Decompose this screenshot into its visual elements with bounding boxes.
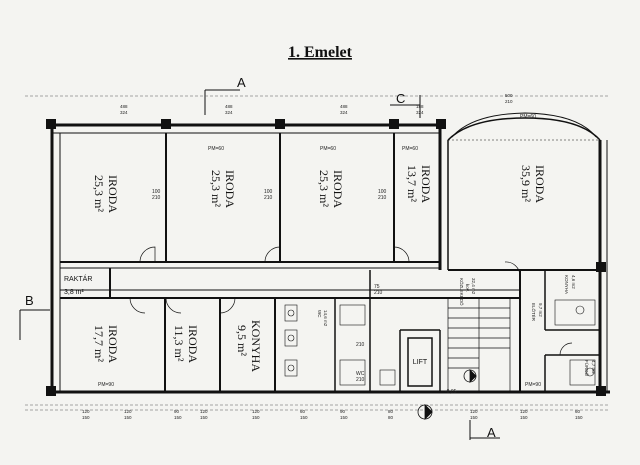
room-raktar-area: 3,8 m² xyxy=(64,289,85,296)
columns xyxy=(46,119,606,396)
section-mark-b: B xyxy=(25,293,34,308)
room-iroda-4-area: 13,7 m² xyxy=(405,165,419,202)
room-iroda-4-name: IRODA xyxy=(419,165,433,203)
room-iroda-6-name: IRODA xyxy=(106,325,120,363)
room-konyha-2-area: 4,6 m2 xyxy=(571,275,576,289)
lift-shaft: LIFT xyxy=(407,337,433,387)
room-iroda-2-area: 25,3 m² xyxy=(209,170,223,207)
room-eloter-area: 9,7 m2 xyxy=(538,303,543,317)
section-mark-c: C xyxy=(396,91,405,106)
room-iroda-1-name: IRODA xyxy=(106,175,120,213)
dimension-lines xyxy=(25,95,610,411)
door-swings xyxy=(129,246,573,356)
room-iroda-1-area: 25,3 m² xyxy=(92,175,106,212)
plan-title: 1. Emelet xyxy=(288,44,353,61)
level-marker-icon xyxy=(417,369,477,420)
section-mark-a-top: A xyxy=(237,75,246,90)
room-kozlekedo-sub: kov. xyxy=(465,284,470,292)
pm60-label-4: PM=60 xyxy=(520,114,536,120)
room-iroda-5-name: IRODA xyxy=(533,165,547,203)
room-iroda-3-name: IRODA xyxy=(331,170,345,208)
room-konyha-2-name: KONYHA xyxy=(564,275,569,294)
level-label: -0,05 xyxy=(445,389,457,395)
room-iroda-5-area: 35,9 m² xyxy=(519,165,533,202)
interior-walls xyxy=(60,133,600,392)
room-eloter-name: ELŐTÉR xyxy=(531,303,537,322)
pm60-label-2: PM=60 xyxy=(320,146,336,152)
section-mark-a-bottom: A xyxy=(487,425,496,440)
annotations: PM=60 PM=60 PM=60 PM=60 PM=90 PM=90 -0,0… xyxy=(82,93,583,420)
pm60-label-1: PM=60 xyxy=(208,146,224,152)
room-kozlekedo-area: 32,4 m2 xyxy=(471,278,476,295)
room-labels: IRODA 25,3 m² IRODA 25,3 m² IRODA 25,3 m… xyxy=(64,165,596,376)
room-iroda-6-area: 17,7 m² xyxy=(92,325,106,362)
lift-label: LIFT xyxy=(413,359,428,366)
staircase xyxy=(447,297,511,393)
room-konyha-1-area: 9,5 m² xyxy=(235,325,249,356)
sanitary-fixtures xyxy=(284,299,596,386)
room-iroda-7-name: IRODA xyxy=(186,325,200,363)
room-furdo-name: FÜRDŐ xyxy=(584,360,590,376)
room-konyha-1-name: KONYHA xyxy=(249,320,263,372)
room-furdo-area: 4,7 m2 xyxy=(591,360,596,374)
room-iroda-3-area: 25,3 m² xyxy=(317,170,331,207)
room-iroda-7-area: 11,3 m² xyxy=(172,325,186,362)
section-marks: A C B A xyxy=(19,75,500,440)
room-iroda-2-name: IRODA xyxy=(223,170,237,208)
room-raktar-name: RAKTÁR xyxy=(64,274,92,283)
room-wc-area: 14,6 m2 xyxy=(323,310,328,327)
room-kozlekedo-name: KÖZLEKEDŐ xyxy=(459,278,465,306)
pm60-label-3: PM=60 xyxy=(402,146,418,152)
pm90-label-2: PM=90 xyxy=(525,382,541,388)
kt-label: 210 xyxy=(356,342,365,348)
pm90-label-1: PM=90 xyxy=(98,382,114,388)
room-wc-name: WC xyxy=(317,310,322,318)
outer-walls xyxy=(50,112,610,394)
